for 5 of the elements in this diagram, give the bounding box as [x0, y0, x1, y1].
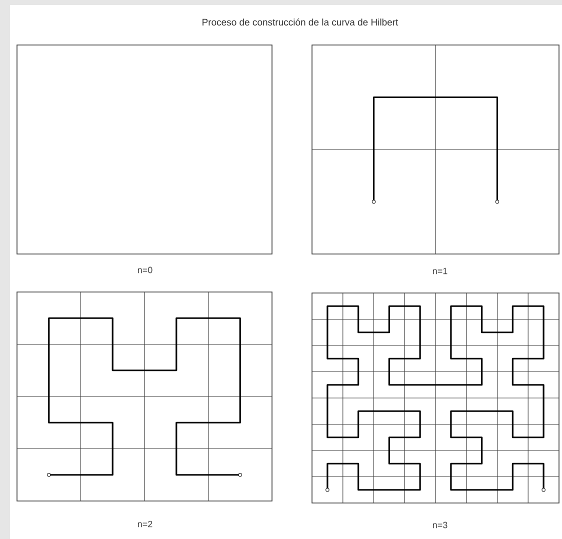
- title: Proceso de construcción de la curva de Hilbert: [202, 18, 398, 26]
- panel-label: n=1: [432, 268, 448, 274]
- panel-label: n=3: [432, 522, 448, 528]
- panel-label: n=0: [138, 266, 152, 274]
- panel-label: n=2: [138, 520, 152, 528]
